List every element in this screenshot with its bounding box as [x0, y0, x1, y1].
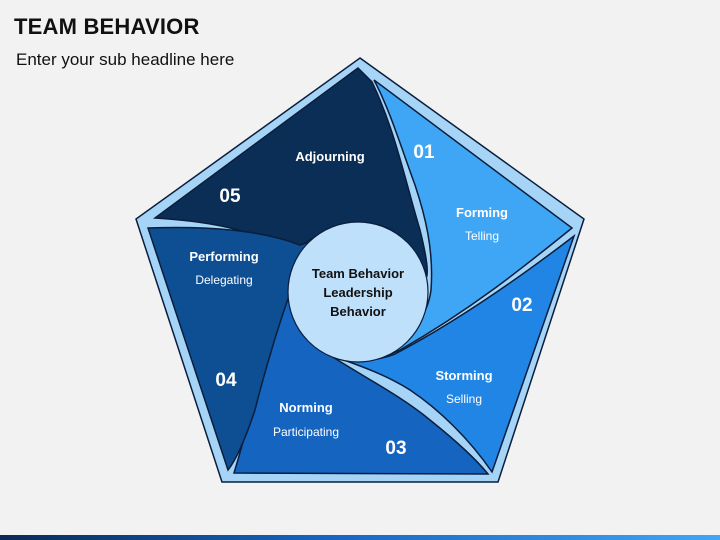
stage-number-04: 04 — [215, 370, 237, 391]
stage-number-05: 05 — [219, 186, 241, 207]
center-label-line3: Behavior — [330, 304, 386, 319]
stage-title-forming: Forming — [456, 205, 508, 220]
stage-number-03: 03 — [385, 438, 406, 459]
stage-number-01: 01 — [413, 142, 435, 163]
stage-sub-storming: Selling — [446, 392, 482, 406]
center-label-line1: Team Behavior — [312, 266, 404, 281]
page-subtitle: Enter your sub headline here — [16, 50, 235, 69]
center-circle — [287, 221, 429, 363]
bottom-accent-bar — [0, 535, 720, 540]
stage-title-storming: Storming — [435, 368, 492, 383]
stage-title-norming: Norming — [279, 400, 333, 415]
stage-title-performing: Performing — [189, 249, 258, 264]
stage-sub-forming: Telling — [465, 229, 499, 243]
stage-title-adjourning: Adjourning — [295, 149, 364, 164]
stage-sub-norming: Participating — [273, 425, 339, 439]
center-label-line2: Leadership — [323, 285, 392, 300]
page-title: TEAM BEHAVIOR — [14, 14, 200, 39]
stage-number-02: 02 — [511, 295, 532, 316]
stage-sub-performing: Delegating — [195, 273, 252, 287]
